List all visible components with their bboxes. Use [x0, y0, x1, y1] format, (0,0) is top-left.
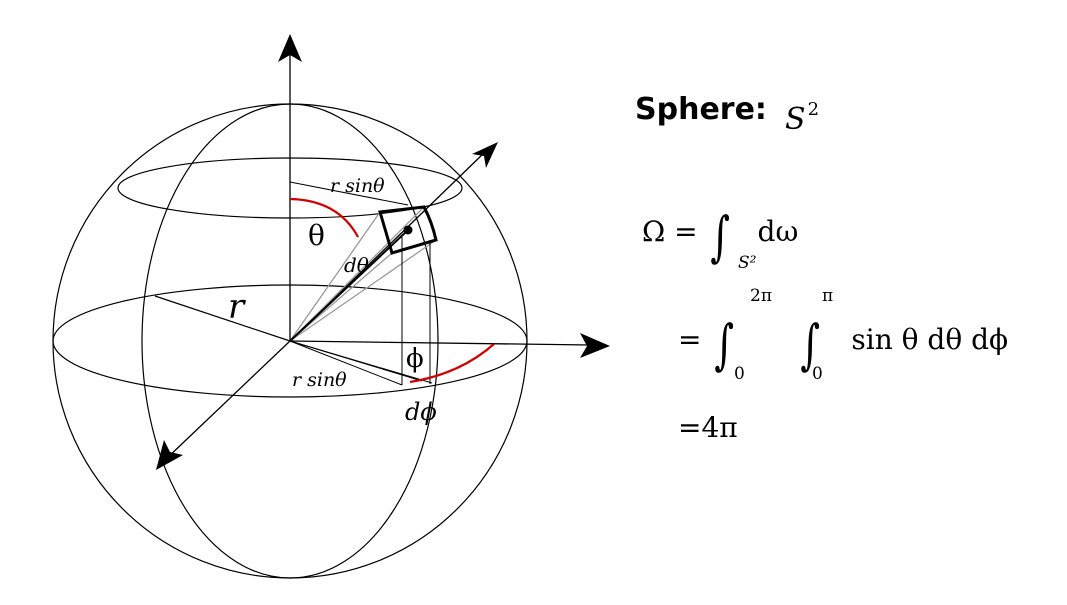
y-axis — [164, 340, 291, 461]
label-phi: ϕ — [406, 344, 424, 374]
label-r: r — [228, 287, 246, 327]
projection-line-1 — [289, 340, 403, 386]
phi-arc — [409, 343, 495, 384]
radius-line — [154, 295, 291, 342]
eq3-text: =4π — [678, 411, 738, 444]
eq2-inner-lower-limit: 0 — [812, 364, 823, 384]
label-d-theta: dθ — [344, 253, 369, 277]
patch-ray-1 — [289, 211, 381, 342]
eq2-lhs: = — [678, 323, 702, 356]
label-r-sin-theta-top: r sinθ — [330, 175, 385, 197]
sphere-symbol-exponent: 2 — [807, 99, 820, 120]
equation-result: =4π — [678, 408, 738, 448]
eq2-outer-lower-limit: 0 — [734, 364, 745, 384]
y-axis-arrowhead — [156, 440, 183, 470]
x-axis — [289, 340, 591, 346]
radial-vector-arrowhead — [472, 142, 498, 168]
eq2-integrand: sin θ dθ dϕ — [851, 323, 1009, 356]
sphere-title: Sphere: — [635, 92, 767, 127]
eq2-outer-integral-sign: ∫ — [714, 313, 735, 376]
label-r-sin-theta-bottom: r sinθ — [292, 369, 347, 391]
label-theta: θ — [308, 219, 325, 252]
eq1-integrand: dω — [757, 215, 799, 248]
eq2-inner-integral-sign: ∫ — [800, 313, 821, 376]
x-axis-arrowhead — [580, 333, 610, 358]
patch-ray-5 — [289, 229, 409, 342]
solid-angle-patch — [378, 205, 438, 255]
eq1-lower-limit: S² — [738, 253, 757, 273]
r-sin-theta-top-line — [289, 181, 409, 206]
patch-center-dot — [403, 225, 413, 235]
eq2-inner-upper-limit: π — [822, 286, 834, 306]
patch-ray-3 — [289, 239, 437, 342]
eq1-integral-sign: ∫ — [710, 205, 731, 268]
equation-omega: Ω = ∫ dω — [642, 205, 799, 268]
label-d-phi: dϕ — [405, 398, 437, 426]
eq2-outer-upper-limit: 2π — [750, 286, 772, 306]
equation-double-integral: = ∫ ∫ sin θ dθ dϕ — [678, 313, 1009, 376]
sphere-symbol-letter: S — [785, 102, 806, 137]
z-axis-arrowhead — [278, 34, 302, 62]
theta-arc — [289, 197, 359, 238]
projection-line-3 — [289, 340, 423, 382]
eq1-lhs: Ω = — [642, 215, 698, 248]
